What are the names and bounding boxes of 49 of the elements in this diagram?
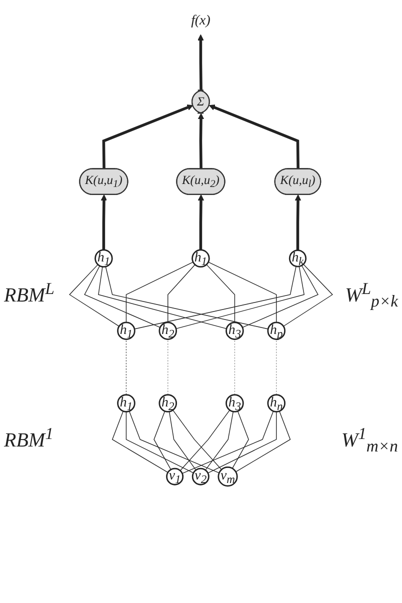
connector [206, 264, 236, 323]
layer-label: RBM$^{1}$ [4, 424, 54, 453]
node-circle: h$_{2}$ [158, 322, 177, 340]
connector [276, 338, 277, 396]
node-text: f(x) [191, 12, 210, 28]
node-circle: h$_{2}$ [158, 394, 177, 412]
arrow [294, 194, 302, 250]
arrow [198, 34, 204, 91]
connector [84, 266, 160, 328]
connector [98, 266, 227, 329]
node-circle: h$_{1}$ [192, 249, 210, 268]
arrow [102, 104, 194, 170]
arrow [100, 194, 108, 250]
connector [126, 262, 194, 323]
connector [242, 265, 318, 328]
node-circle: h$_{3}$ [226, 394, 244, 412]
connector [234, 338, 236, 396]
connector [168, 411, 196, 470]
connector [176, 266, 305, 329]
connector [105, 266, 268, 330]
connector [128, 410, 220, 474]
connector [232, 410, 249, 469]
connector [168, 264, 196, 323]
connector [69, 264, 120, 327]
arrow [208, 104, 300, 170]
node-circle: h$_{1}$ [117, 394, 136, 412]
layer-label: RBM$^{L}$ [4, 278, 54, 308]
connector [208, 262, 277, 323]
node-circle: v$_{1}$ [166, 468, 184, 486]
connector [126, 411, 194, 474]
arrow [198, 194, 204, 250]
node-circle: v$_{2}$ [192, 468, 210, 486]
arrow [198, 113, 204, 170]
connector [235, 410, 291, 472]
connector [208, 411, 277, 474]
node-circle: h$_{n}$ [267, 394, 286, 412]
connector [172, 410, 222, 470]
node-circle: h$_{1}$ [94, 249, 113, 268]
connector [126, 338, 127, 396]
connector [180, 410, 230, 471]
connector [205, 411, 234, 470]
connector [182, 410, 274, 474]
connector [112, 410, 168, 473]
node-circle: v$_{m}$ [218, 466, 238, 487]
connector [134, 266, 296, 330]
connector [154, 410, 172, 470]
node-circle: h$_{3}$ [226, 322, 244, 340]
connector [283, 264, 333, 327]
node-circle: h$_{1}$ [117, 322, 136, 340]
